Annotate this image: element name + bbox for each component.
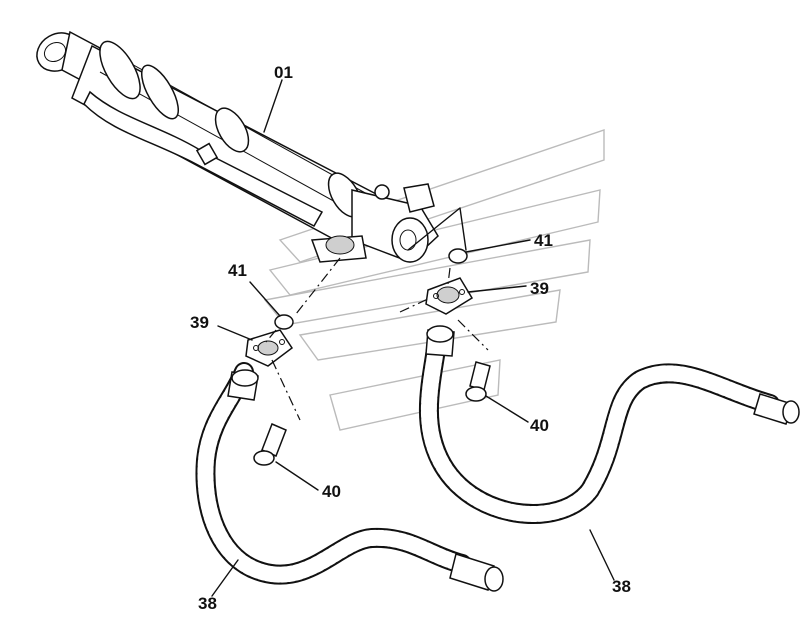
callout-flange-left: 39: [190, 313, 209, 332]
callout-cylinder: 01: [274, 63, 293, 82]
oring-left: [274, 314, 294, 330]
hose-right: [418, 325, 800, 524]
callout-bolt-right: 40: [530, 416, 549, 435]
callout-oring-left: 41: [228, 261, 247, 280]
leader-lines: [211, 79, 615, 597]
bolt-left: [253, 423, 287, 466]
alignment-lines: [265, 257, 489, 421]
callout-bolt-left: 40: [322, 482, 341, 501]
flange-right: [425, 277, 474, 315]
bolt-right: [465, 361, 491, 402]
callout-oring-right: 41: [534, 231, 553, 250]
hose-left: [195, 362, 504, 592]
callout-hose-right: 38: [612, 577, 631, 596]
flange-left: [245, 329, 294, 367]
callout-labels: 01 41 41 39 39 40 40 38 38: [190, 63, 631, 613]
hydraulic-cylinder: [36, 30, 439, 263]
oring-right: [448, 248, 468, 264]
callout-flange-right: 39: [530, 279, 549, 298]
callout-hose-left: 38: [198, 594, 217, 613]
